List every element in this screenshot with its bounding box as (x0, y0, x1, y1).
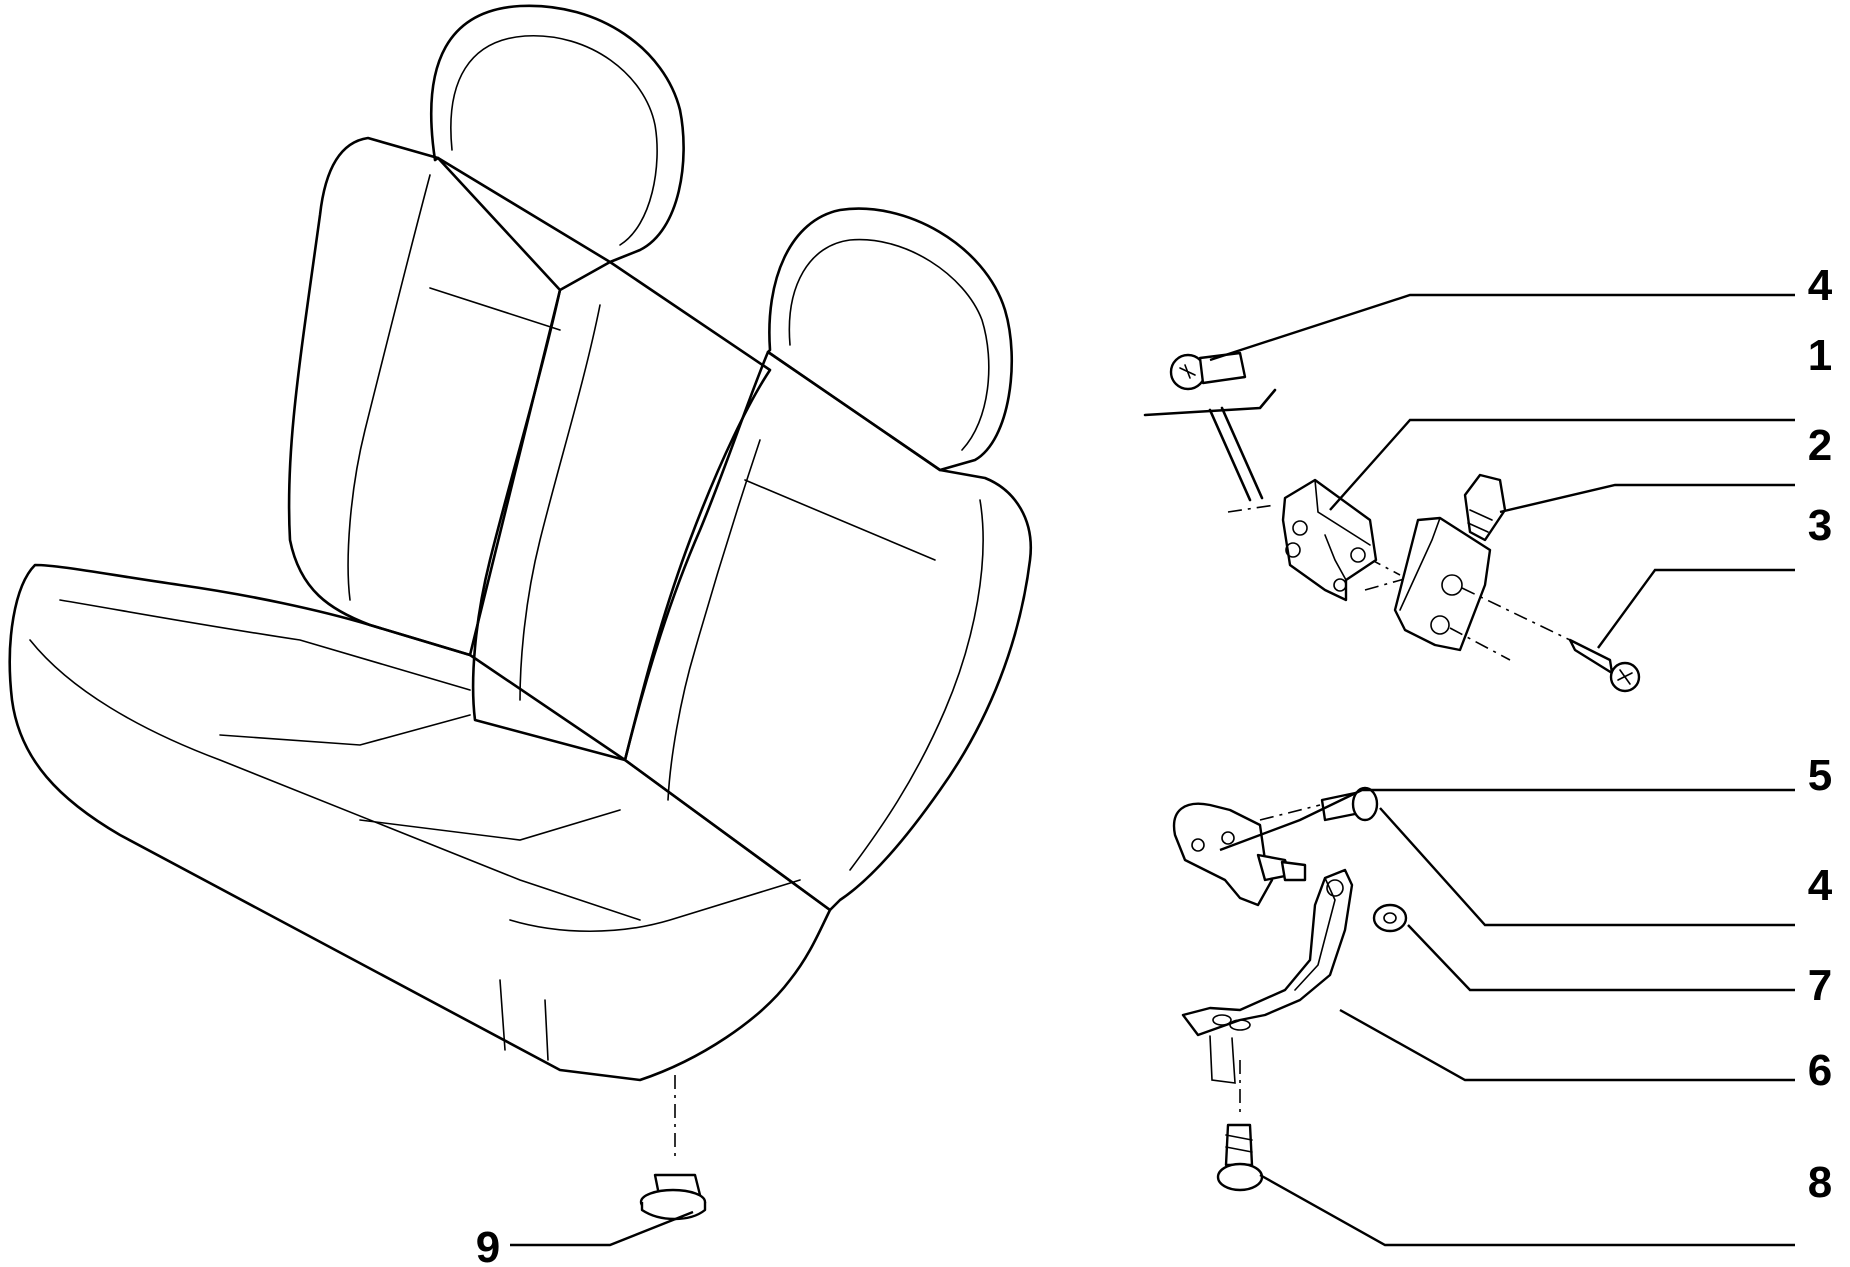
left-headrest (429, 4, 685, 264)
part-7-washer (1372, 903, 1408, 933)
latch-assembly (1143, 351, 1641, 693)
callout-7: 7 (1808, 961, 1832, 1010)
callout-numbers: 4 1 2 3 5 4 7 6 8 9 (476, 261, 1833, 1267)
part-4-bolt-top (1169, 351, 1247, 391)
callout-3: 3 (1808, 501, 1832, 550)
part-3-latch-body (1393, 516, 1492, 652)
right-backrest (623, 350, 1033, 912)
callout-1: 1 (1808, 331, 1832, 380)
left-backrest (287, 136, 562, 657)
leader-lines (510, 293, 1795, 1247)
part-3-screw (1568, 638, 1641, 693)
callout-8: 8 (1808, 1158, 1832, 1207)
callout-4-top: 4 (1808, 261, 1833, 310)
part-9-push-clip (639, 1173, 707, 1221)
seat-cushion (8, 563, 832, 1082)
hinge-assembly (1172, 786, 1408, 1192)
callout-6: 6 (1808, 1046, 1832, 1095)
part-5-hinge-pivot (1172, 802, 1307, 907)
part-1-striker-plate (1281, 478, 1378, 602)
part-8-bolt-bottom (1216, 1123, 1264, 1192)
rear-bench-seat (8, 4, 1033, 1082)
right-headrest (766, 207, 1014, 472)
middle-backrest (471, 260, 772, 762)
callout-9: 9 (476, 1223, 500, 1267)
callout-4-middle: 4 (1808, 861, 1833, 910)
callout-5: 5 (1808, 751, 1832, 800)
part-6-mounting-bracket (1181, 868, 1354, 1037)
part-4-bolt-middle (1320, 786, 1379, 822)
callout-2: 2 (1808, 421, 1832, 470)
part-2-release-knob (1463, 473, 1507, 542)
